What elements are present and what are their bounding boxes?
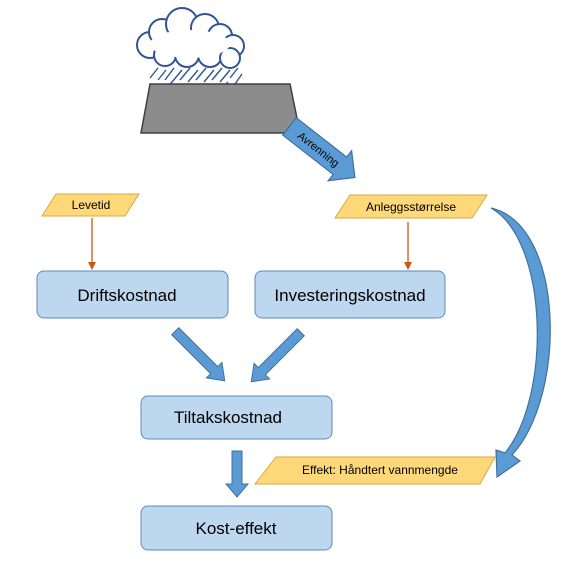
anleggsstorrelse-label: Anleggsstørrelse [366,200,456,214]
driftskostnad-label: Driftskostnad [77,286,176,305]
levetid-label: Levetid [72,198,111,212]
curved-arrow-effekt [490,207,551,479]
effekt-node: Effekt: Håndtert vannmengde [253,456,496,485]
investeringskostnad-label: Investeringskostnad [274,286,425,305]
arrow-invest-to-tiltak [250,328,305,383]
rain-cloud-icon [136,7,245,94]
thin-arrow-levetid [88,218,96,270]
kost-effekt-node: Kost-effekt [140,505,333,551]
tiltakskostnad-label: Tiltakskostnad [174,408,282,427]
thin-arrow-anleggsstorrelse [404,222,412,270]
driftskostnad-node: Driftskostnad [36,270,229,319]
arrow-tiltak-to-kost [224,450,250,498]
effekt-label: Effekt: Håndtert vannmengde [302,463,458,477]
investeringskostnad-node: Investeringskostnad [254,270,446,319]
anleggsstorrelse-node: Anleggsstørrelse [334,194,488,219]
kost-effekt-label: Kost-effekt [196,519,277,538]
levetid-node: Levetid [41,193,140,217]
arrow-drift-to-tiltak [171,327,226,382]
tiltakskostnad-node: Tiltakskostnad [140,395,333,440]
avrenning-arrow: Avrenning [281,116,356,182]
roof-surface [140,83,301,134]
